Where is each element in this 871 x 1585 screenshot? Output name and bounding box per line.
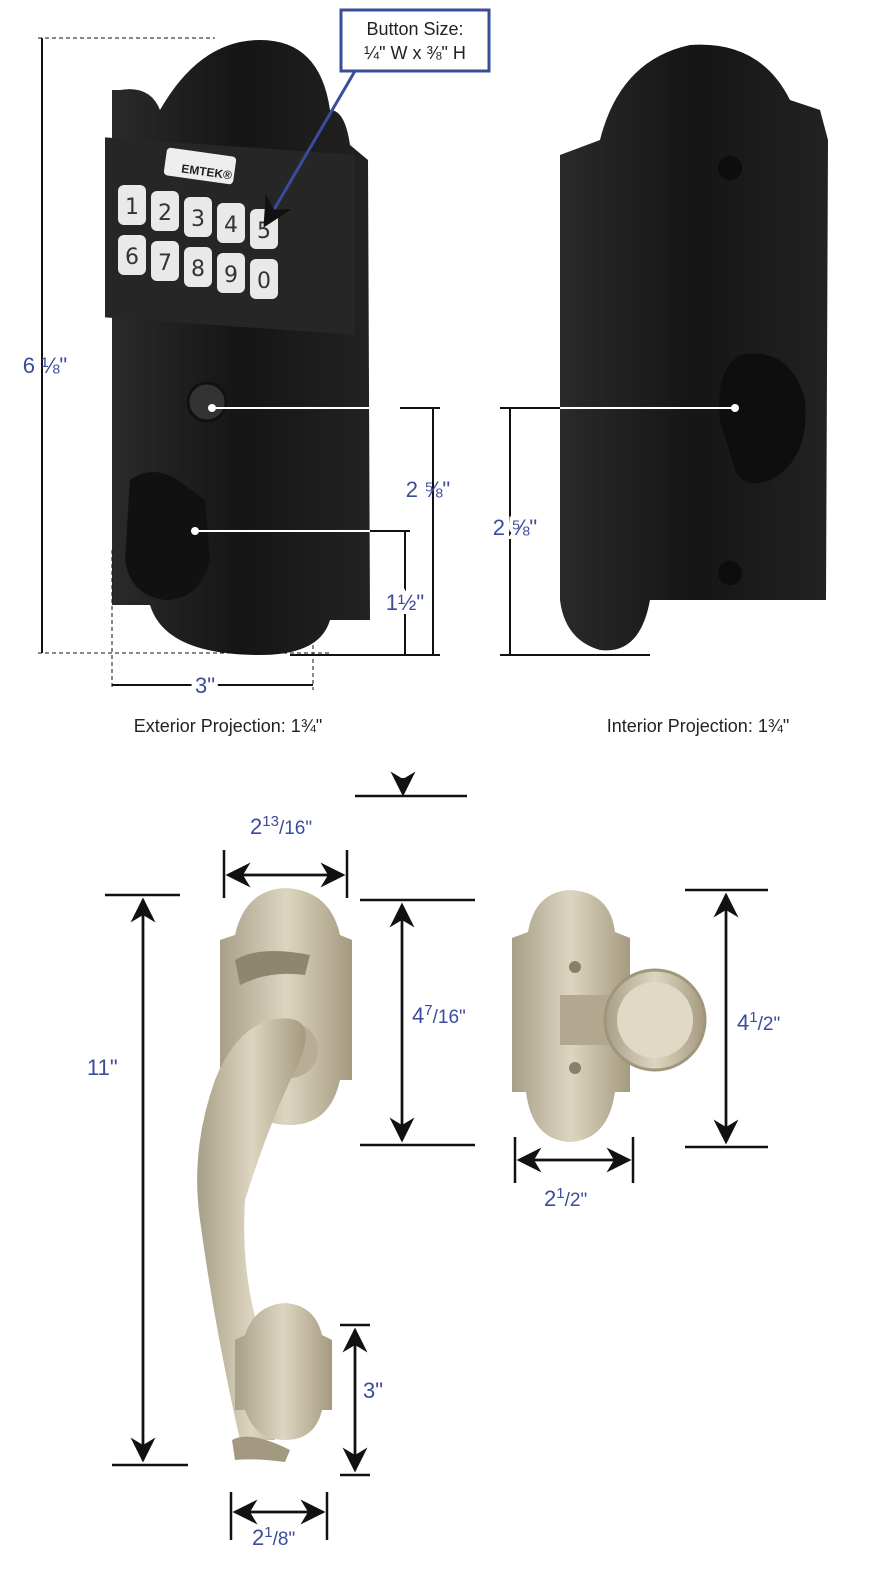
handleset (197, 888, 707, 1462)
width-label: 3" (195, 673, 215, 698)
keypad-button[interactable] (184, 197, 212, 237)
keyhole-cylinder (186, 381, 228, 423)
keypad-button[interactable] (118, 185, 146, 225)
thumbturn (125, 471, 210, 600)
keypad-button-label: 9 (224, 263, 238, 288)
keypad-button-label: 5 (257, 219, 271, 244)
keypad-button-label: 0 (257, 269, 271, 294)
keypad-button-label: 3 (191, 207, 205, 232)
keypad-button-label: 1 (125, 195, 139, 220)
overall-height-label: 11" (87, 1055, 118, 1080)
callout-line1: Button Size: (366, 19, 463, 39)
grip-handle (197, 1018, 306, 1440)
exterior-projection-caption: Exterior Projection: 1¾" (134, 716, 322, 736)
interior-thumbturn (719, 353, 806, 484)
keypad-button-label: 8 (191, 257, 205, 282)
knob-plate-height-label: 41/2" (737, 1009, 780, 1035)
deadbolt-dimension-lines (38, 37, 735, 690)
handleset-dimension-lines (105, 771, 768, 1540)
interior-lock (560, 44, 828, 651)
keypad-button[interactable] (118, 235, 146, 275)
keypad-button-label: 7 (158, 251, 172, 276)
keypad-button[interactable] (250, 259, 278, 299)
keypad-button[interactable] (151, 191, 179, 231)
height-label: 6 ⅛" (23, 353, 68, 378)
keypad-button[interactable] (217, 253, 245, 293)
keypad-button[interactable] (151, 241, 179, 281)
callout-line2: ¼" W x ⅜" H (364, 43, 466, 63)
keypad-button-label: 2 (158, 201, 172, 226)
bottom-plate-height-label: 3" (363, 1378, 383, 1403)
keypad-button-label: 4 (224, 213, 238, 238)
knob-plate-width-label: 21/2" (544, 1185, 587, 1211)
plate-height-label: 47/16" (412, 1002, 466, 1028)
bottom-plate-width-label: 21/8" (252, 1524, 295, 1550)
keypad-button[interactable] (217, 203, 245, 243)
interior-center-label: 2 ⅝" (493, 515, 538, 540)
keypad-button-label: 6 (125, 245, 139, 270)
plate-width-label: 213/16" (250, 813, 312, 839)
exterior-center-label: 2 ⅝" (406, 477, 451, 502)
button-size-callout: Button Size: ¼" W x ⅜" H (263, 8, 491, 228)
thumbturn-label: 1½" (386, 590, 424, 615)
interior-projection-caption: Interior Projection: 1¾" (607, 716, 789, 736)
keypad-button[interactable] (184, 247, 212, 287)
